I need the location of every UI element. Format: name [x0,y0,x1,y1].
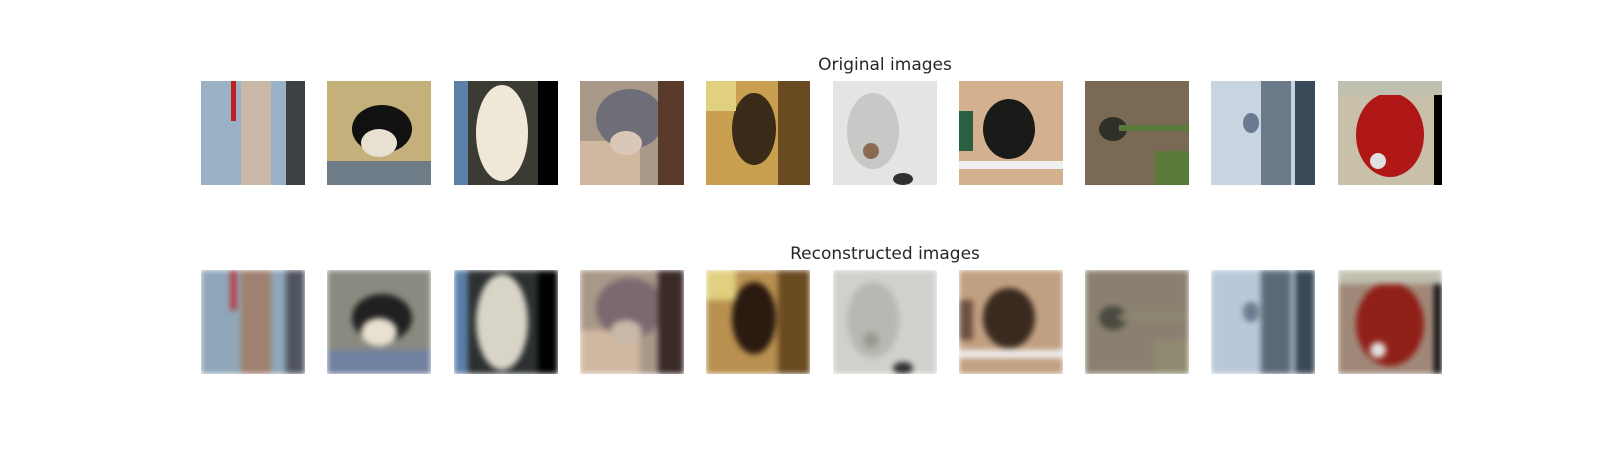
reconstructed-image-gray-and-white-cat [580,270,684,374]
original-image-gray-and-white-cat [580,81,684,185]
original-image-ostrich-on-ground [1085,81,1189,185]
original-image-thumbnail [327,81,431,185]
reconstructed-image-white-car [454,270,558,374]
reconstructed-image-cruise-ship [1211,270,1315,374]
original-image-cruise-ship [1211,81,1315,185]
reconstructed-image-white-dog [833,270,937,374]
original-image-thumbnail [454,81,558,185]
reconstructed-image-ostrich-on-ground [1085,270,1189,374]
reconstructed-image-red-vintage-car [1338,270,1442,374]
original-image-thumbnail [1211,81,1315,185]
original-image-thumbnail [1338,81,1442,185]
reconstructed-image-thumbnail [454,270,558,374]
original-image-thumbnail [580,81,684,185]
reconstructed-image-thumbnail [706,270,810,374]
reconstructed-image-thumbnail [1211,270,1315,374]
original-image-thumbnail [833,81,937,185]
reconstructed-image-thumbnail [833,270,937,374]
original-title: Original images [818,55,952,75]
reconstructed-image-thumbnail [580,270,684,374]
original-image-boat-with-red-lettering [201,81,305,185]
reconstructed-image-thumbnail [959,270,1063,374]
original-image-white-car [454,81,558,185]
reconstructed-image-black-and-white-bird-on-water [327,270,431,374]
reconstructed-image-deer-in-autumn-foliage [706,270,810,374]
reconstructed-image-thumbnail [201,270,305,374]
original-image-black-and-white-bird-on-water [327,81,431,185]
original-image-white-dog [833,81,937,185]
reconstructed-image-boat-with-red-lettering [201,270,305,374]
original-image-thumbnail [959,81,1063,185]
reconstructed-image-horse-with-rider [959,270,1063,374]
original-image-deer-in-autumn-foliage [706,81,810,185]
original-image-thumbnail [1085,81,1189,185]
reconstructed-image-thumbnail [327,270,431,374]
original-image-thumbnail [706,81,810,185]
reconstructed-image-thumbnail [1085,270,1189,374]
original-image-red-vintage-car [1338,81,1442,185]
reconstructed-title: Reconstructed images [790,244,980,264]
original-image-horse-with-rider [959,81,1063,185]
reconstructed-image-thumbnail [1338,270,1442,374]
original-image-thumbnail [201,81,305,185]
